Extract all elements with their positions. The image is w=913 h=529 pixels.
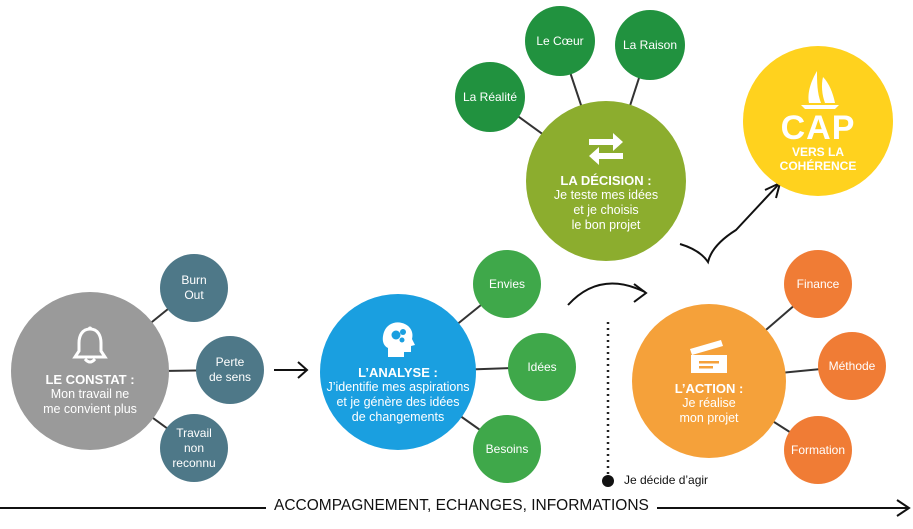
constat-item-travail-non-reconnu: Travail non reconnu <box>160 414 228 482</box>
item-line: non <box>183 440 205 455</box>
bell-icon <box>72 326 108 363</box>
action-title: L’ACTION : <box>674 380 744 396</box>
decision-dot <box>602 475 614 487</box>
analyse-title: L’ANALYSE : <box>358 365 438 380</box>
decision-item-le-coeur: Le Cœur <box>525 6 595 76</box>
item-line: Formation <box>790 442 846 457</box>
decision-line-3: le bon projet <box>571 218 641 232</box>
analyse-item-idees: Idées <box>508 333 576 401</box>
item-line: Méthode <box>828 358 876 373</box>
item-line: Travail <box>176 425 212 440</box>
swap-arrows-icon <box>589 133 623 165</box>
decision-line-1: Je teste mes idées <box>553 188 659 202</box>
item-line: Besoins <box>485 441 529 456</box>
action-item-methode: Méthode <box>818 332 886 400</box>
analyse-line-1: J’identifie mes aspirations <box>326 380 470 394</box>
cap-title: CAP <box>780 109 856 147</box>
action-line-2: mon projet <box>679 410 739 425</box>
action-circle: L’ACTION : Je réalise mon projet <box>632 304 786 458</box>
analyse-line-3: de changements <box>351 410 445 424</box>
head-gears-icon <box>382 322 415 357</box>
clapperboard-icon <box>690 339 727 373</box>
decision-circle: LA DÉCISION : Je teste mes idées et je c… <box>526 101 686 261</box>
item-line: Idées <box>527 359 557 374</box>
item-line: La Réalité <box>462 89 518 104</box>
bottom-label: ACCOMPAGNEMENT, ECHANGES, INFORMATIONS <box>266 497 657 515</box>
decision-line-2: et je choisis <box>573 203 639 217</box>
action-item-finance: Finance <box>784 250 852 318</box>
action-item-formation: Formation <box>784 416 852 484</box>
sailboat-icon <box>801 71 839 109</box>
constat-line-2: me convient plus <box>43 401 137 416</box>
action-line-1: Je réalise <box>682 395 736 410</box>
constat-line-1: Mon travail ne <box>50 386 130 401</box>
analyse-item-envies: Envies <box>473 250 541 318</box>
constat-circle: LE CONSTAT : Mon travail ne me convient … <box>11 292 169 450</box>
analyse-line-2: et je génère des idées <box>336 395 460 409</box>
cap-line-1: VERS LA <box>791 145 844 159</box>
item-line: Finance <box>796 276 840 291</box>
decide-label: Je décide d’agir <box>624 473 709 487</box>
cap-line-2: COHÉRENCE <box>779 159 857 173</box>
item-line: de sens <box>208 370 252 384</box>
item-line: La Raison <box>622 37 678 52</box>
item-line: reconnu <box>172 455 216 470</box>
arrow-curved-to-action <box>567 282 646 306</box>
constat-title: LE CONSTAT : <box>45 371 135 387</box>
item-line: Perte <box>215 355 245 369</box>
constat-item-perte-de-sens: Perte de sens <box>196 336 264 404</box>
analyse-item-besoins: Besoins <box>473 415 541 483</box>
item-line: Envies <box>488 276 526 291</box>
decision-item-la-raison: La Raison <box>615 10 685 80</box>
item-line: Le Cœur <box>536 33 584 48</box>
analyse-circle: L’ANALYSE : J’identifie mes aspirations … <box>320 294 476 450</box>
item-line: Out <box>184 288 204 302</box>
decision-item-la-realite: La Réalité <box>455 62 525 132</box>
cap-circle: CAP VERS LA COHÉRENCE <box>743 46 893 196</box>
decision-title: LA DÉCISION : <box>560 173 652 188</box>
item-line: Burn <box>181 273 207 287</box>
arrow-to-cap <box>679 184 779 265</box>
constat-item-burn-out: Burn Out <box>160 254 228 322</box>
